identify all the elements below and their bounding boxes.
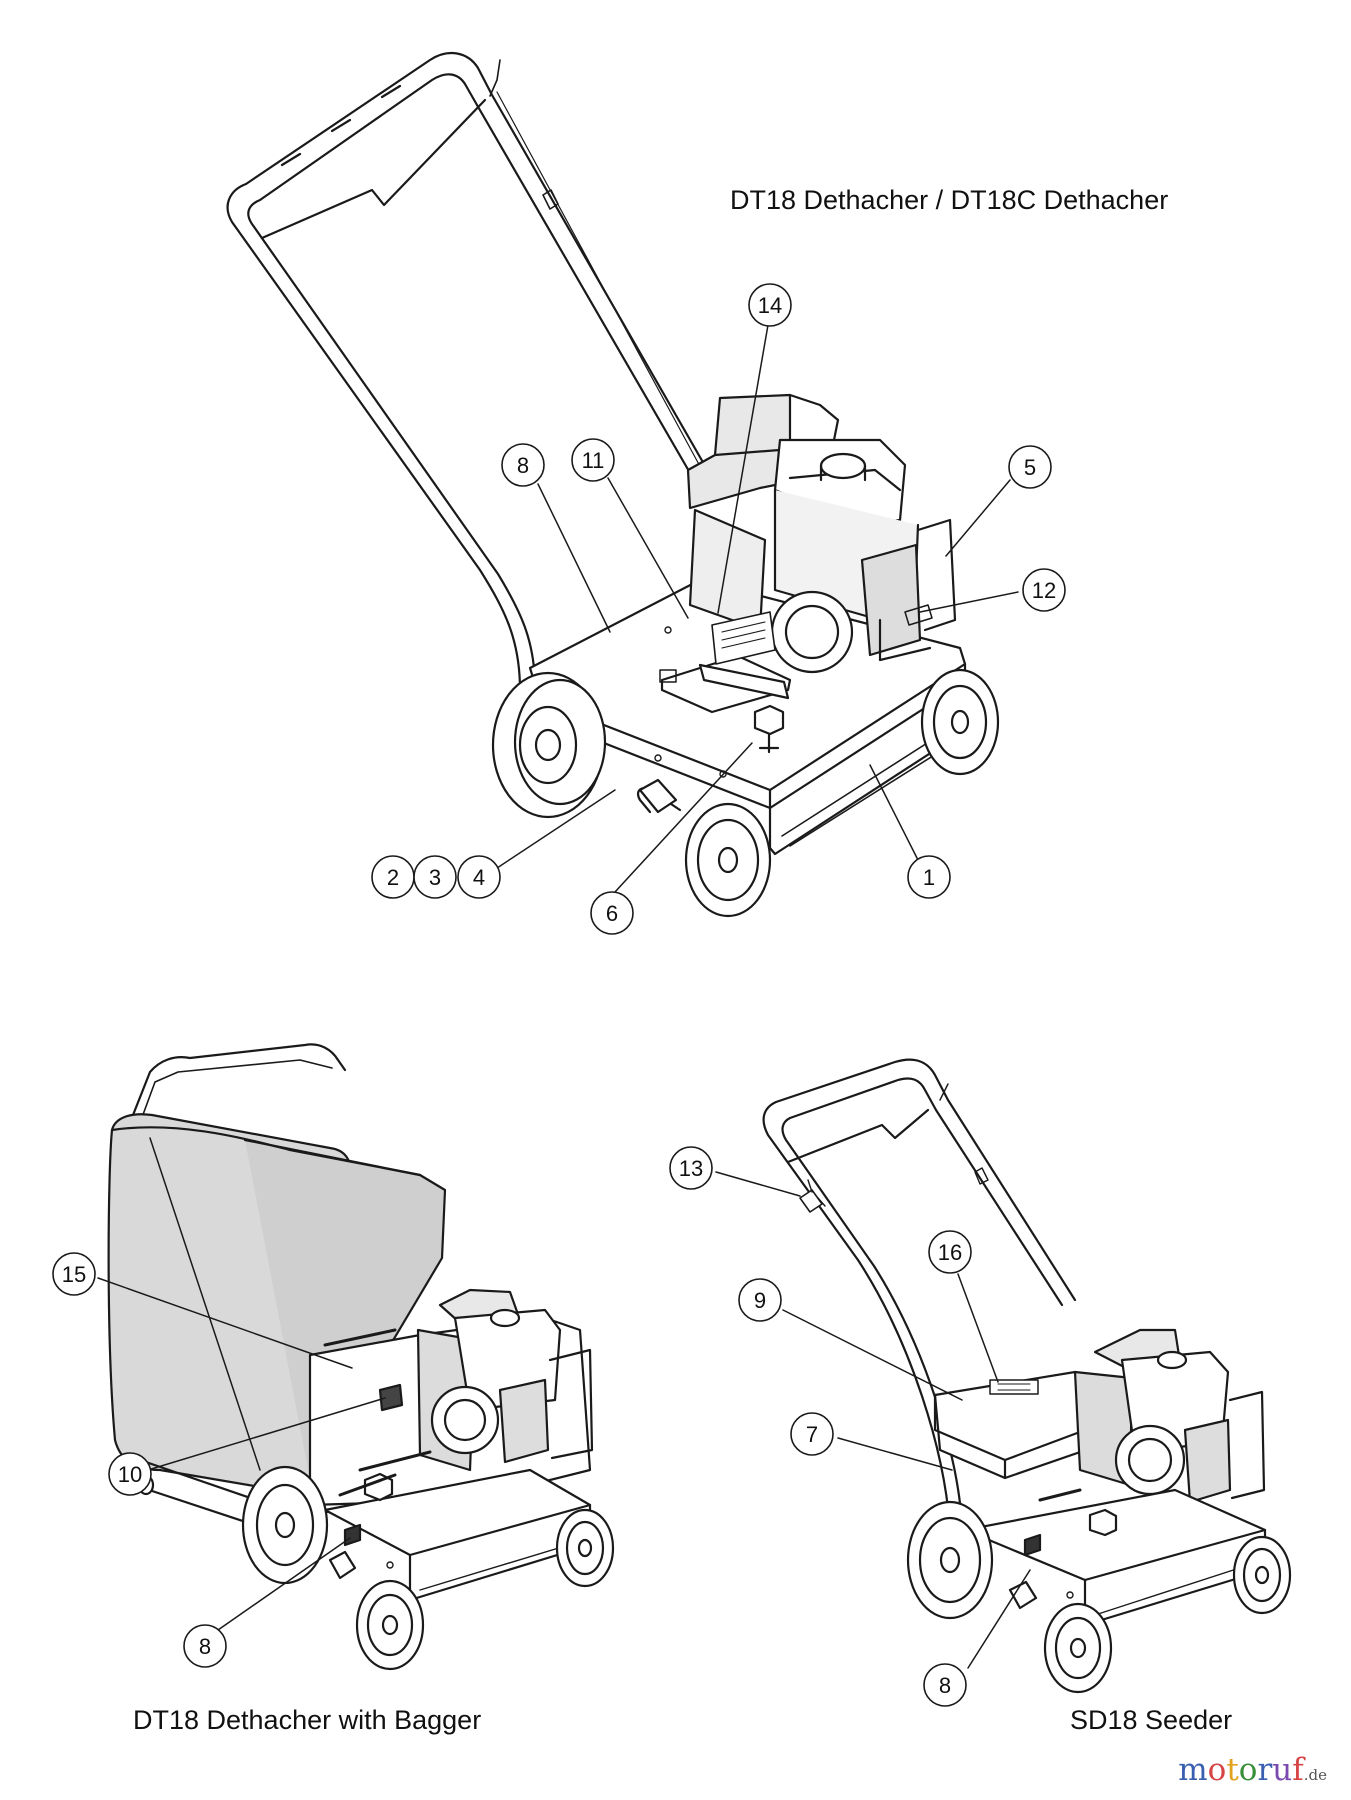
logo-suffix: .de	[1303, 1766, 1327, 1784]
logo-letter: r	[1257, 1752, 1273, 1788]
svg-text:8: 8	[939, 1673, 951, 1698]
callout-15: 15	[52, 1252, 96, 1296]
engine-icon	[686, 393, 957, 674]
svg-text:7: 7	[806, 1422, 818, 1447]
callout-11: 11	[571, 438, 615, 482]
svg-text:11: 11	[582, 448, 605, 473]
svg-text:14: 14	[758, 293, 782, 318]
callout-2: 2	[371, 855, 415, 899]
logo-letter: f	[1292, 1752, 1304, 1788]
logo-letter: m	[1178, 1752, 1208, 1788]
logo-letter: o	[1207, 1752, 1227, 1788]
svg-text:2: 2	[387, 865, 399, 890]
callout-14: 14	[748, 283, 792, 327]
seeder-deck-icon	[963, 1488, 1267, 1627]
svg-text:3: 3	[429, 865, 441, 890]
caption-dethacher: DT18 Dethacher / DT18C Dethacher	[730, 185, 1169, 215]
leader-lines-bagger	[97, 1277, 386, 1631]
logo-letter: u	[1272, 1752, 1293, 1788]
callout-1: 1	[907, 855, 951, 899]
callouts-bagger: 15 10 8	[52, 1252, 227, 1668]
callout-3: 3	[413, 855, 457, 899]
callout-8: 8	[501, 443, 545, 487]
callout-16: 16	[928, 1230, 972, 1274]
callout-5: 5	[1008, 445, 1052, 489]
svg-text:1: 1	[923, 865, 935, 890]
callout-8-bagger: 8	[183, 1624, 227, 1668]
depth-lever-icon	[659, 611, 792, 754]
svg-text:4: 4	[473, 865, 485, 890]
dethacher-main-drawing	[226, 51, 1019, 918]
callout-13: 13	[669, 1146, 713, 1190]
callout-6: 6	[590, 891, 634, 935]
svg-text:8: 8	[517, 453, 529, 478]
seeder-engine-icon	[1073, 1328, 1266, 1504]
svg-text:10: 10	[118, 1462, 142, 1487]
callout-4: 4	[457, 855, 501, 899]
caption-seeder: SD18 Seeder	[1070, 1705, 1233, 1735]
callout-10: 10	[108, 1452, 152, 1496]
svg-text:9: 9	[754, 1288, 766, 1313]
handle-icon	[226, 51, 714, 692]
logo-letter: o	[1238, 1752, 1258, 1788]
bagger-engine-icon	[308, 1288, 594, 1507]
seeder-wheel-icon	[906, 1500, 1292, 1694]
logo-letter: t	[1226, 1752, 1239, 1788]
logo-wordmark: motoruf	[1178, 1752, 1304, 1788]
callout-9: 9	[738, 1278, 782, 1322]
seeder-drawing	[715, 1058, 1292, 1694]
svg-text:13: 13	[679, 1156, 703, 1181]
svg-text:5: 5	[1024, 455, 1036, 480]
callout-7: 7	[790, 1412, 834, 1456]
wheel-icon	[491, 668, 1000, 918]
callouts-top: 14 8 11 5 12 2 3 4 6 1	[371, 283, 1066, 935]
motoruf-logo: motoruf.de	[1178, 1752, 1327, 1788]
callout-8-seeder: 8	[923, 1663, 967, 1707]
bagger-drawing	[97, 1043, 615, 1671]
callout-12: 12	[1022, 568, 1066, 612]
svg-text:16: 16	[938, 1240, 962, 1265]
svg-text:12: 12	[1032, 578, 1056, 603]
svg-text:6: 6	[606, 901, 618, 926]
callouts-seeder: 13 16 9 7 8	[669, 1146, 972, 1707]
bagger-wheel-icon	[241, 1465, 615, 1671]
leader-lines-seeder	[715, 1171, 1031, 1669]
grass-bag-icon	[107, 1113, 447, 1494]
leader-lines	[487, 324, 1019, 893]
svg-text:15: 15	[62, 1262, 86, 1287]
caption-dethacher-with-bagger: DT18 Dethacher with Bagger	[133, 1705, 482, 1735]
svg-text:8: 8	[199, 1634, 211, 1659]
